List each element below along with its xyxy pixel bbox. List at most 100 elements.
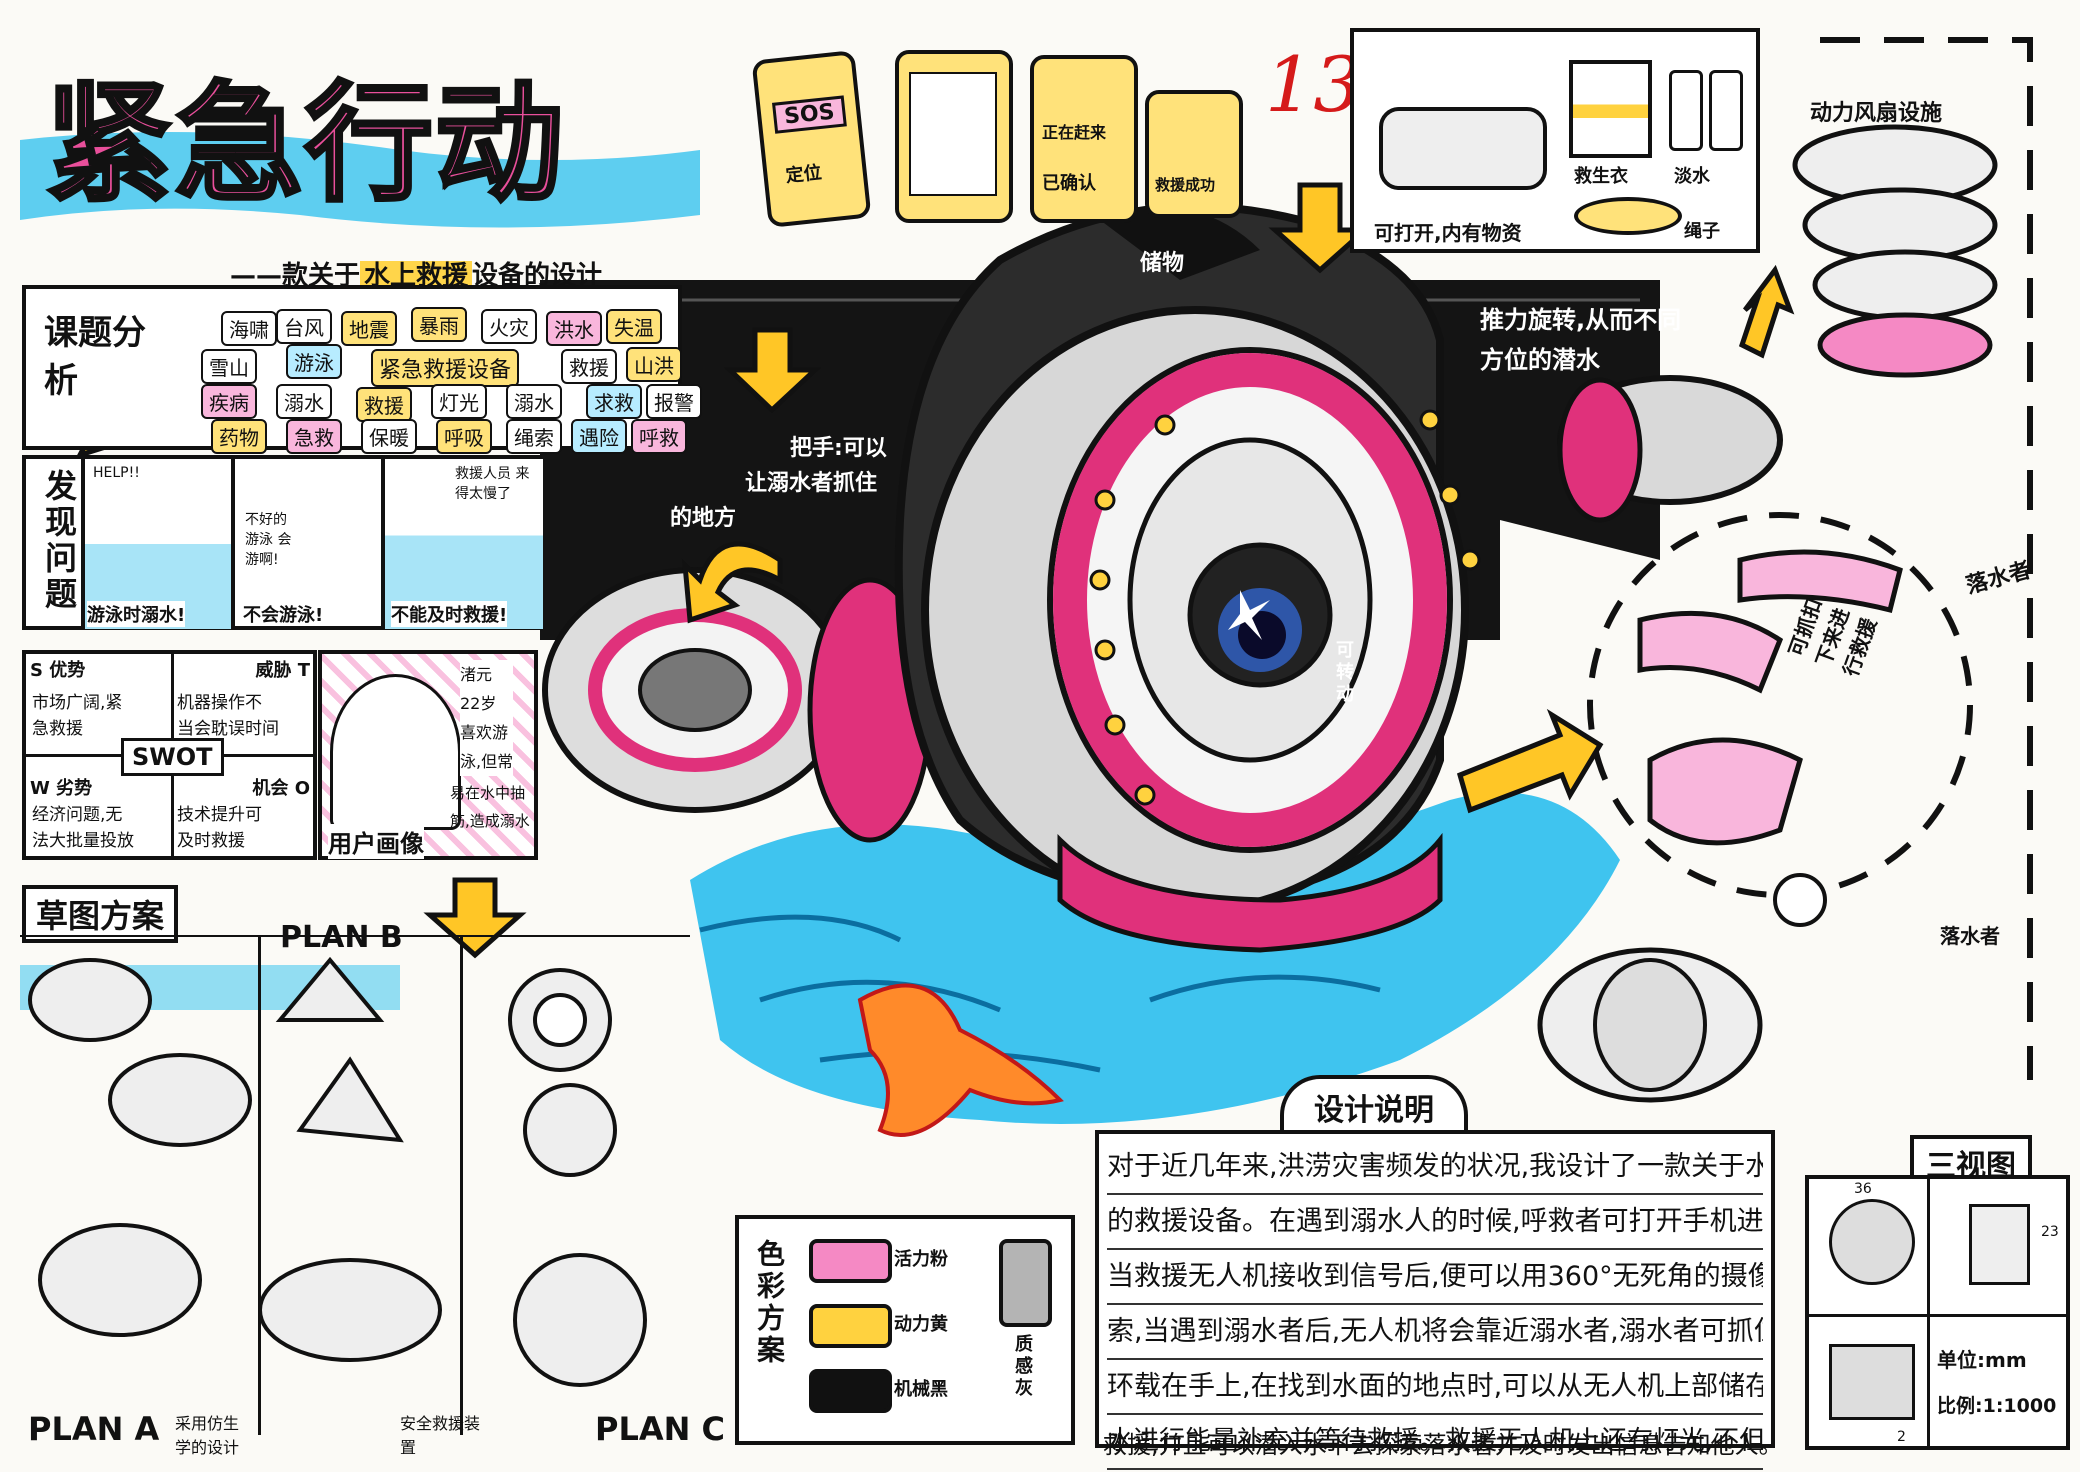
swot-line: 机器操作不 [177,693,262,713]
swatch-yellow [809,1304,892,1348]
front-view [1829,1199,1915,1285]
locate-label: 定位 [784,162,823,187]
swatch-black-label: 机械黑 [894,1379,948,1400]
keyword: 绳索 [506,419,562,454]
persona-label: 用户画像 [328,824,424,859]
phone-success: 救援成功 [1145,90,1243,218]
topic-center: 紧急救援设备 [371,349,520,387]
swot-w: W 劣势 经济问题,无法大批量投放 [26,754,174,859]
swot-line: 经济问题,无 [32,805,123,825]
swot-o-title: 机会 O [252,778,310,799]
desc-line: 的救援设备。在遇到溺水人的时候,呼救者可打开手机进行呼救, [1107,1195,1763,1250]
side-view [1969,1204,2030,1285]
swot-o: 机会 O 技术提升可及时救援 [171,754,316,859]
plan-a-label: PLAN A [28,1410,160,1448]
vest-icon [1569,60,1652,158]
plan-a-note: 采用仿生学的设计 [175,1414,240,1457]
keyword: 暴雨 [411,307,467,342]
persona-text-2: 易在水中抽 筋,造成溺水 [450,779,530,835]
persona-panel: 渚元 22岁 喜欢游 泳,但常 易在水中抽 筋,造成溺水 用户画像 [318,650,538,860]
keyword: 药物 [211,419,267,454]
keyword: 溺水 [276,384,332,419]
swot-w-text: 经济问题,无法大批量投放 [32,802,134,854]
sketch-divider [20,935,690,937]
plan-b-label: PLAN B [280,920,403,955]
plan-b-note: 安全救援装置 [400,1414,481,1457]
desc-line: 水进行能量补充并等待救援。救援无人机上还有灯光,不但可在黑水上 [1107,1415,1763,1470]
design-desc-title: 设计说明 [1280,1075,1468,1135]
unit-label: 单位:mm [1937,1348,2027,1372]
keyword: 救援 [356,387,412,422]
keyword: 遇险 [571,419,627,454]
top-view [1829,1344,1915,1420]
rope-icon [1574,197,1682,235]
dim-small: 2 [1897,1429,1906,1445]
swot-s-title: S 优势 [30,660,86,681]
desc-line: 当救援无人机接收到信号后,便可以用360°无死角的摄像头进行搜 [1107,1250,1763,1305]
keyword: 救援 [561,349,617,384]
topic-analysis-label: 课题分析 [44,313,146,401]
persona-line: 筋,造成溺水 [450,812,530,830]
keyword: 山洪 [626,347,682,382]
plan-c-label: PLAN C [595,1410,726,1448]
panel-caption: 游泳时溺水! [87,601,186,627]
vest-label: 救生衣 [1574,166,1628,187]
problems-panel: 发现问题 HELP!! 游泳时溺水! 不好的 游泳 会游啊! 不会游泳! 救援人… [22,455,543,630]
page-title: 紧急行动 [43,68,566,221]
swot-s-text: 市场广阔,紧急救援 [32,690,122,742]
problem-panel-1: HELP!! 游泳时溺水! [81,459,235,629]
keyword: 疾病 [201,384,257,419]
desc-line: 对于近几年来,洪涝灾害频发的状况,我设计了一款关于水上救援 [1107,1140,1763,1195]
persona-line: 喜欢游 [460,723,509,742]
keyword: 溺水 [506,384,562,419]
persona-line: 易在水中抽 [450,784,526,802]
swot-line: 急救援 [32,719,83,739]
swot-line: 及时救援 [177,831,245,851]
arriving-label: 正在赶来 [1042,123,1107,142]
desc-line: 救援,并且可以潜入水下去探索落水者并及时发出信息告知他人。 [1103,1431,1768,1459]
swot-line: 当会耽误时间 [177,719,279,739]
rope-label: 绳子 [1684,221,1720,242]
storage-case-sketch [1379,107,1547,190]
phone-arriving: 正在赶来 已确认 [1030,55,1138,223]
persona-portrait [330,674,461,830]
water-bottle-icon [1669,70,1703,151]
desc-line: 环载在手上,在找到水面的地点时,可以从无人机上部储存的食物和 [1107,1360,1763,1415]
swot-t-text: 机器操作不当会耽误时间 [177,690,279,742]
swot-panel: S 优势 市场广阔,紧急救援 威胁 T 机器操作不当会耽误时间 W 劣势 经济问… [22,650,317,860]
design-desc-panel: 对于近几年来,洪涝灾害频发的状况,我设计了一款关于水上救援 的救援设备。在遇到溺… [1095,1130,1775,1470]
success-label: 救援成功 [1155,176,1216,194]
swot-w-title: W 劣势 [30,778,93,799]
keyword: 报警 [646,384,702,419]
confirm-label: 已确认 [1042,173,1096,194]
persona-text: 渚元 22岁 喜欢游 泳,但常 [460,660,514,776]
dim-width: 36 [1854,1181,1872,1197]
swatch-pink-label: 活力粉 [894,1249,948,1270]
keyword: 火灾 [481,309,537,344]
persona-line: 泳,但常 [460,752,514,771]
swatch-gray [999,1239,1052,1327]
handle-label-3: 的地方 [670,506,737,531]
keyword: 保暖 [361,419,417,454]
sketch-divider [258,935,261,1435]
problems-label: 发现问题 [40,469,78,613]
swot-t: 威胁 T 机器操作不当会耽误时间 [171,654,316,757]
storage-label: 储物 [1140,251,1185,276]
panel-caption: 不能及时救援! [391,601,508,627]
color-scheme-panel: 色彩方案 活力粉 动力黄 机械黑 质感灰 [735,1215,1075,1445]
keyword: 地震 [341,311,397,346]
topic-analysis-panel: 课题分析 紧急救援设备 台风 地震 暴雨 火灾 洪水 失温 雪山 游泳 救援 山… [22,285,702,454]
phone-map [895,50,1013,223]
swot-line: 法大批量投放 [32,831,134,851]
title-water-band [20,132,700,228]
sketch-divider [460,935,463,1435]
phone-sos: SOS 定位 [751,50,872,228]
keyword: 失温 [606,309,662,344]
problem-panel-2: 不好的 游泳 会游啊! 不会游泳! [231,459,385,629]
problem-panel-3: 救援人员 来得太慢了 不能及时救援! [381,459,543,629]
keyword: 台风 [276,309,332,344]
swimmer-label: 落水者 [1940,924,2000,948]
three-views-panel: 36 23 2 单位:mm 比例:1:1000 [1805,1175,2070,1450]
views-divider [1809,1314,2070,1317]
